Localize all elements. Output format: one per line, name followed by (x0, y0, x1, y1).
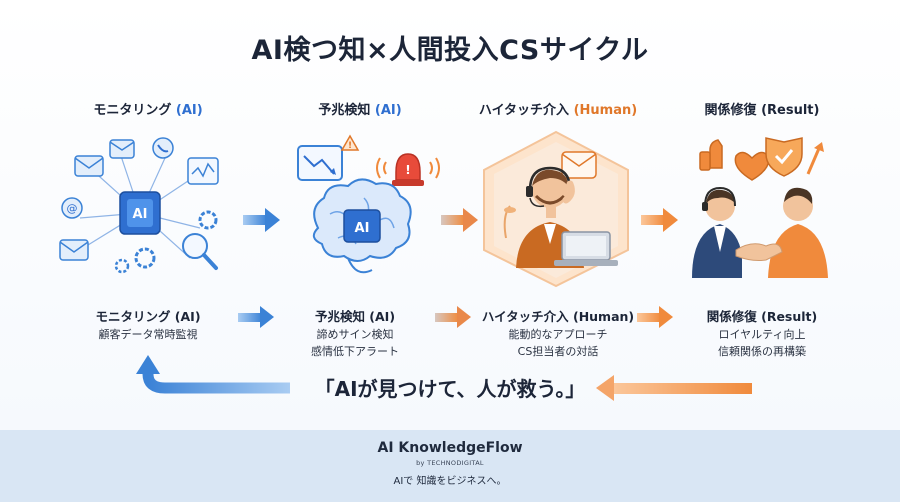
footer: AI KnowledgeFlow by TECHNODIGITAL AIで 知識… (0, 430, 900, 502)
stage-2-heading-accent: (AI) (374, 103, 402, 118)
stage-4-heading: 関係修復 (Result) (672, 99, 852, 118)
stage-4-desc-line: 信頼関係の再構築 (718, 345, 806, 358)
stage-4-desc-line: ロイヤルティ向上 (718, 328, 806, 341)
stage-2-heading: 予兆検知 (AI) (270, 99, 450, 118)
stage-4-subtitle: 関係修復 (Result) (706, 309, 818, 324)
stage-2-desc-line: 感情低下アラート (311, 345, 399, 358)
stage-3-heading-main: ハイタッチ介入 (478, 103, 574, 118)
stage-2-subtitle: 予兆検知 (AI) (314, 309, 396, 324)
support-agent-icon (466, 128, 646, 288)
svg-text:AI: AI (133, 207, 148, 222)
stage-1-heading: モニタリング (AI) (58, 99, 238, 118)
stage-4-heading-accent: (Result) (761, 103, 820, 118)
page-title: AI検つ知×人間投入CSサイクル (251, 35, 649, 66)
brand-byline: by TECHNODIGITAL (416, 459, 484, 467)
stage-1-subtitle: モニタリング (AI) (95, 309, 201, 324)
stage-3-subtitle: ハイタッチ介入 (Human) (481, 309, 635, 324)
stage-1-heading-main: モニタリング (93, 103, 176, 118)
stage-4-description: ロイヤルティ向上 信頼関係の再構築 (672, 326, 852, 360)
stage-3-heading: ハイタッチ介入 (Human) (468, 99, 648, 118)
stage-3-desc-line: 能動的なアプローチ (508, 328, 608, 341)
ai-brain-alert-icon: ! ! AI (268, 128, 448, 288)
stage-2-heading-main: 予兆検知 (318, 103, 375, 118)
stage-3-heading-accent: (Human) (573, 103, 638, 118)
svg-text:AI: AI (355, 221, 370, 236)
svg-text:@: @ (67, 202, 78, 215)
ai-chip-network-icon: @ AI (50, 128, 230, 288)
stage-4-heading-main: 関係修復 (704, 103, 762, 118)
brand-name: AI KnowledgeFlow (377, 440, 523, 456)
stage-2-description: 諦めサイン検知 感情低下アラート (265, 326, 445, 360)
stage-3-description: 能動的なアプローチ CS担当者の対話 (468, 326, 648, 360)
brand-tagline: AIで 知識をビジネスへ。 (393, 476, 507, 487)
slogan: 「AIが見つけて、人が救う。」 (314, 377, 586, 401)
svg-text:!: ! (405, 163, 410, 177)
svg-text:!: ! (348, 141, 352, 151)
stage-1-description: 顧客データ常時監視 (58, 326, 238, 343)
stage-1-desc-line: 顧客データ常時監視 (98, 328, 198, 341)
stage-1-heading-accent: (AI) (175, 103, 203, 118)
stage-3-desc-line: CS担当者の対話 (517, 345, 599, 358)
stage-2-desc-line: 諦めサイン検知 (316, 328, 394, 341)
handshake-icon (670, 128, 850, 288)
